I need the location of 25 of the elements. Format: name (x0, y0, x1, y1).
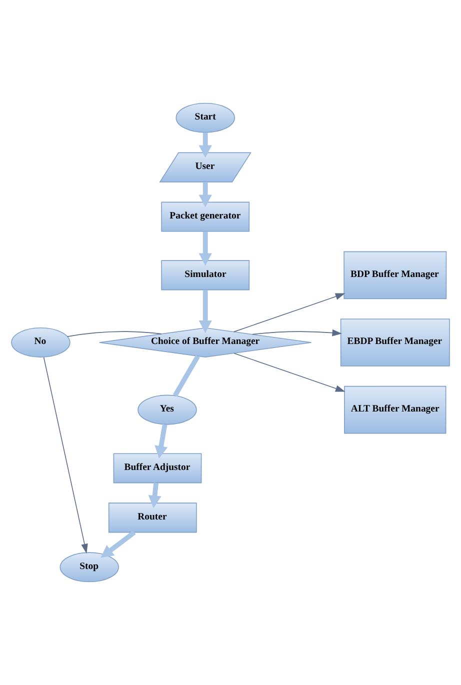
arrow (252, 329, 342, 336)
arrow (100, 530, 136, 558)
node-box: Buffer Adjustor (113, 453, 202, 484)
arrow (198, 232, 212, 266)
node-ellipse: No (11, 328, 70, 358)
node-box: EBDP Buffer Manager (340, 318, 450, 366)
connector (67, 331, 162, 337)
node-box: Packet generator (161, 202, 250, 232)
arrow (233, 293, 346, 332)
node-box: BDP Buffer Manager (344, 251, 447, 300)
arrow (198, 132, 212, 158)
node-box: Router (108, 502, 197, 533)
node-box: Simulator (161, 260, 250, 290)
connector (172, 355, 200, 397)
arrow (43, 356, 88, 554)
node-ellipse: Yes (138, 394, 197, 425)
node-ellipse: Start (176, 102, 235, 133)
node-box: ALT Buffer Manager (344, 386, 446, 434)
arrow (148, 482, 162, 508)
node-ellipse: Stop (60, 552, 119, 582)
node-diamond: Choice of Buffer Manager (98, 328, 312, 358)
arrow (198, 290, 212, 334)
arrow (154, 424, 168, 459)
arrow (234, 352, 346, 392)
arrow (198, 182, 212, 208)
